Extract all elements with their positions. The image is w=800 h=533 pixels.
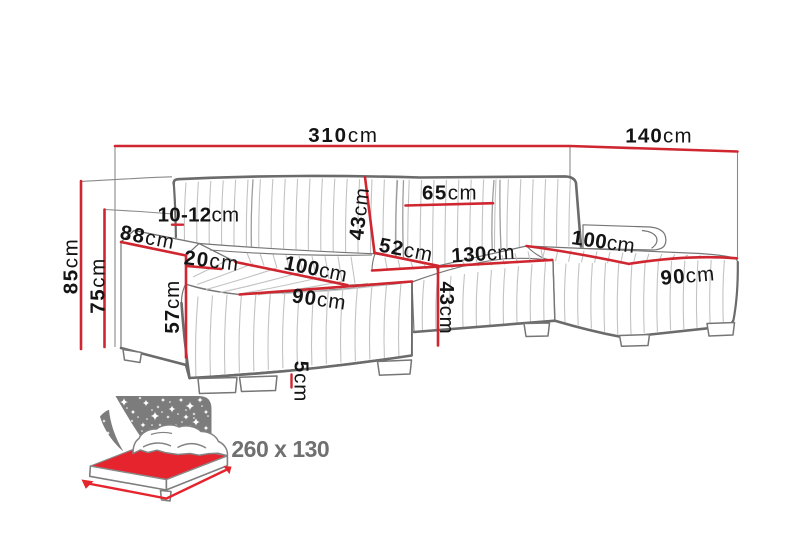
svg-text:140cm: 140cm bbox=[625, 125, 693, 148]
svg-text:10-12cm: 10-12cm bbox=[158, 204, 240, 227]
svg-text:310cm: 310cm bbox=[308, 124, 379, 147]
svg-text:43cm: 43cm bbox=[435, 282, 458, 335]
svg-text:90cm: 90cm bbox=[660, 262, 717, 290]
svg-text:85cm: 85cm bbox=[60, 238, 83, 295]
svg-text:75cm: 75cm bbox=[86, 257, 109, 314]
svg-text:57cm: 57cm bbox=[161, 280, 184, 334]
svg-text:260 x 130: 260 x 130 bbox=[231, 436, 329, 462]
svg-text:5cm: 5cm bbox=[290, 361, 313, 402]
svg-text:130cm: 130cm bbox=[451, 241, 516, 268]
svg-text:88cm: 88cm bbox=[118, 221, 177, 254]
svg-text:65cm: 65cm bbox=[422, 182, 478, 205]
